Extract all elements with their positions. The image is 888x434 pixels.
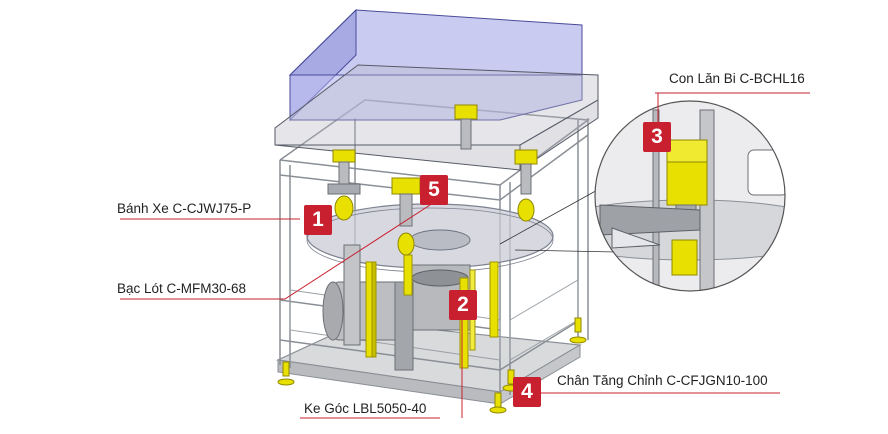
glass-cover xyxy=(274,8,599,171)
callout-label-1: Bánh Xe C-CJWJ75-P xyxy=(117,201,252,216)
callout-label-5: Ke Góc LBL5050-40 xyxy=(304,401,427,416)
callout-label-3: Con Lăn Bi C-BCHL16 xyxy=(669,71,805,86)
callout-badge-4: 4 xyxy=(513,377,541,407)
callout-label-4: Chân Tăng Chỉnh C-CFJGN10-100 xyxy=(557,373,768,388)
callout-badge-3: 3 xyxy=(643,122,671,152)
zoom-line xyxy=(499,182,611,245)
zoom-detail xyxy=(595,101,785,291)
callout-badge-1: 1 xyxy=(304,205,332,235)
callout-badge-2: 2 xyxy=(449,290,477,320)
leader-lines xyxy=(120,92,810,419)
callout-label-2: Bạc Lót C-MFM30-68 xyxy=(117,281,247,296)
casters xyxy=(327,104,538,256)
leveling-feet xyxy=(277,317,587,414)
zoom-line xyxy=(514,249,617,253)
callout-badge-5: 5 xyxy=(420,175,448,205)
